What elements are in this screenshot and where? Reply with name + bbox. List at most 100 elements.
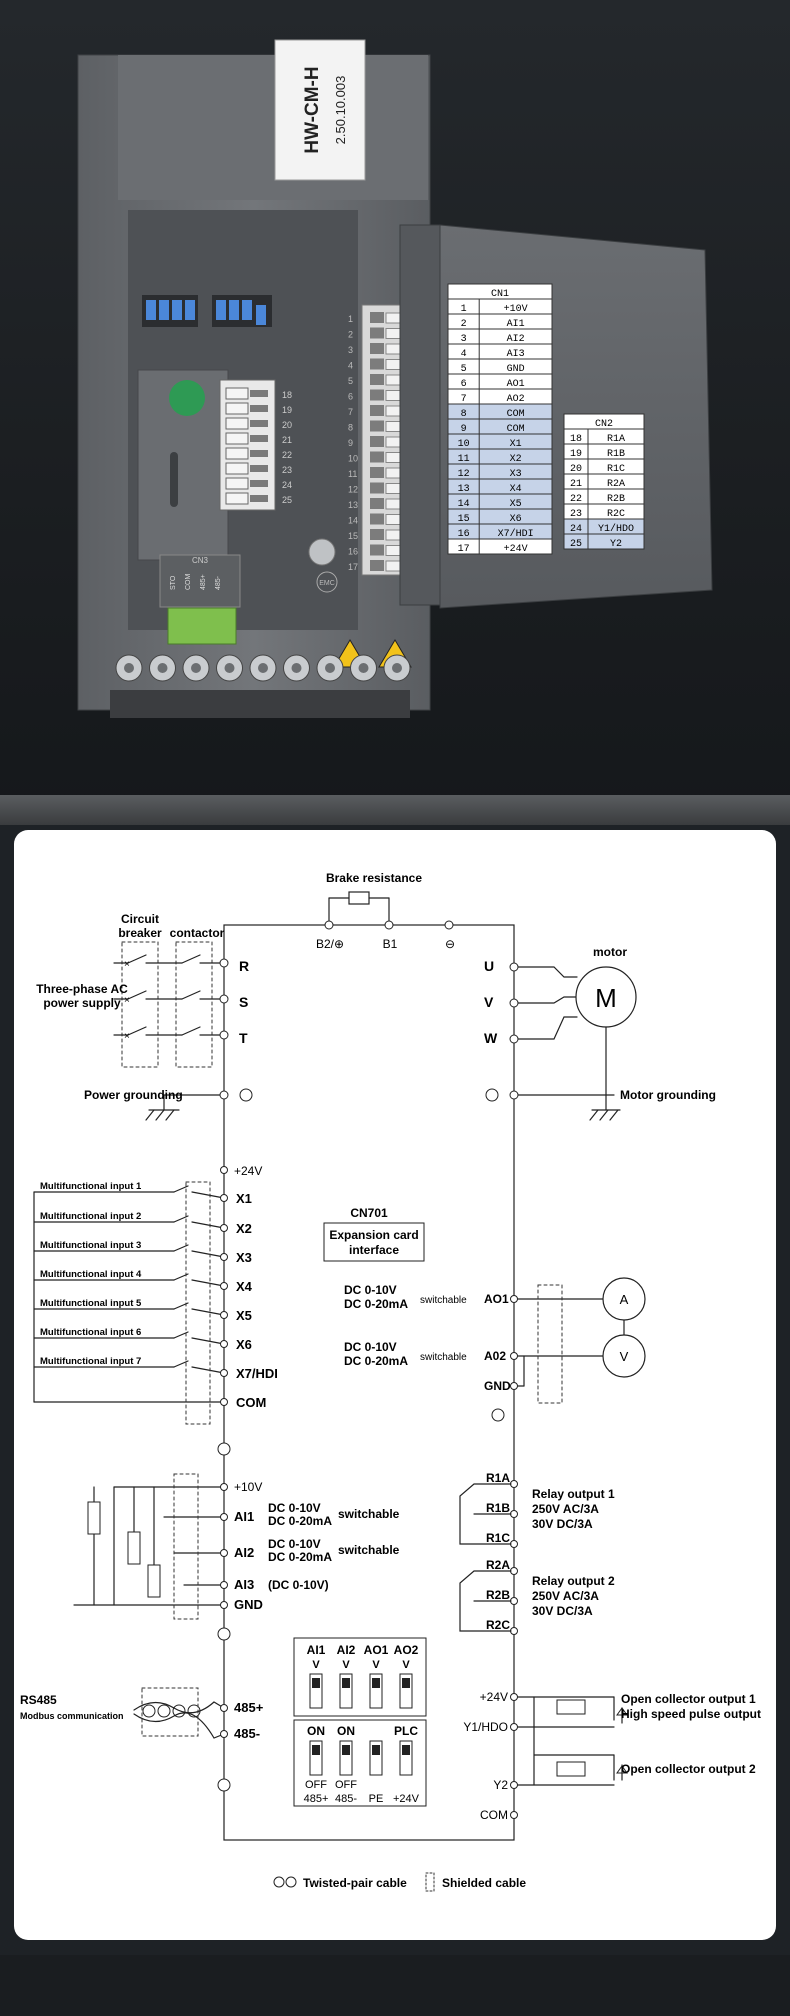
- ai3-range: (DC 0-10V): [268, 1578, 329, 1592]
- breaker-contact: [127, 990, 147, 1000]
- dip-switch-block: [142, 295, 272, 327]
- big-terminal-number: 9: [348, 438, 353, 448]
- x-terminal: [220, 1224, 228, 1232]
- small-terminal-screw: [250, 465, 268, 472]
- ground-symbol-icon: [217, 1778, 231, 1792]
- big-terminal-number: 7: [348, 407, 353, 417]
- contactor-box: [175, 941, 213, 1068]
- relay-text: 30V DC/3A: [532, 1604, 593, 1618]
- table-row-name: R1C: [607, 464, 625, 475]
- table-row-number: 17: [458, 544, 470, 555]
- table-row-number: 4: [461, 349, 467, 360]
- small-terminal-number: 18: [282, 390, 292, 400]
- circuit-breaker-box: [121, 941, 159, 1068]
- motor-ground-terminal: [509, 1090, 519, 1100]
- legend-twisted-pair-icon: [285, 1876, 297, 1888]
- legend-shielded-icon: [425, 1872, 435, 1892]
- multifunctional-input-label: Multifunctional input 7: [40, 1356, 141, 1367]
- big-terminal-number: 16: [348, 547, 358, 557]
- big-terminal-number: 14: [348, 516, 358, 526]
- oc1-diode: [616, 1707, 628, 1716]
- power-input-terminal: [219, 1030, 229, 1040]
- switch-top-label: AI2: [337, 1643, 356, 1657]
- table-row-name: X7/HDI: [498, 528, 534, 540]
- small-terminal-number: 25: [282, 495, 292, 505]
- dip-switch-knob: [372, 1678, 380, 1688]
- brake-resistor: [348, 891, 370, 905]
- small-terminal-screw: [250, 435, 268, 442]
- table-row-name: R2A: [607, 479, 625, 490]
- switch-top-v: V: [372, 1659, 380, 1671]
- small-terminal-screw: [250, 480, 268, 487]
- table-row-name: AI2: [507, 334, 525, 345]
- big-terminal-number: 12: [348, 485, 358, 495]
- cn3-green-connector: [167, 607, 237, 645]
- terminal-t: T: [239, 1030, 248, 1046]
- com-right-label: COM: [480, 1808, 508, 1822]
- b1-terminal: [384, 920, 394, 930]
- x-terminal: [220, 1194, 228, 1202]
- voltmeter: [602, 1334, 646, 1378]
- power-input-terminal: [219, 994, 229, 1004]
- small-terminal-screw: [250, 495, 268, 502]
- dip-switch-knob: [312, 1678, 320, 1688]
- x-terminal-label: X7/HDI: [236, 1366, 278, 1381]
- big-terminal-slot: [370, 389, 384, 401]
- ai2-range-1: DC 0-10V: [268, 1537, 321, 1551]
- gnd-right-label: GND: [484, 1379, 511, 1393]
- small-terminal-screw: [250, 390, 268, 397]
- brake-resistance-label: Brake resistance: [326, 871, 422, 885]
- y1hdo-label: Y1/HDO: [463, 1720, 508, 1734]
- multifunctional-input-label: Multifunctional input 6: [40, 1327, 141, 1338]
- contactor-label: contactor: [170, 926, 225, 940]
- relay-text: Relay output 2: [532, 1574, 615, 1588]
- table-row-number: 15: [458, 514, 470, 525]
- x-terminal-label: X3: [236, 1250, 252, 1265]
- ai1-label: AI1: [234, 1509, 254, 1524]
- multifunctional-input-label: Multifunctional input 2: [40, 1211, 141, 1222]
- oc1-label-1: Open collector output 1: [621, 1692, 756, 1706]
- breaker-contact: [127, 1026, 147, 1036]
- power-terminal-screw-head: [224, 663, 235, 673]
- power-terminal-screw-head: [325, 663, 335, 673]
- big-terminal-slot: [370, 358, 384, 370]
- dip-switch-knob: [402, 1745, 410, 1755]
- ground-symbol-icon: [485, 1088, 499, 1102]
- big-terminal-number: 8: [348, 423, 353, 433]
- expansion-label-2: interface: [349, 1243, 399, 1257]
- small-terminal-number: 19: [282, 405, 292, 415]
- big-terminal-number: 11: [348, 469, 357, 479]
- table-row-name: R2C: [607, 509, 625, 520]
- table-title: CN2: [595, 419, 613, 430]
- big-terminal-slot: [370, 420, 384, 432]
- small-terminal-slot: [225, 432, 249, 445]
- com-right-terminal: [510, 1811, 518, 1819]
- power-terminal-screw-head: [392, 663, 402, 673]
- m485-label: 485-: [234, 1726, 260, 1741]
- contactor-contact: [181, 954, 201, 964]
- cn701-label: CN701: [350, 1206, 388, 1220]
- dip-switch-knob: [312, 1745, 320, 1755]
- breaker-x-icon: ×: [124, 959, 130, 970]
- oc2-label: Open collector output 2: [621, 1762, 756, 1776]
- twisted-pair-loop: [142, 1704, 156, 1718]
- table-row-number: 7: [461, 394, 467, 405]
- divider-band: [0, 795, 790, 825]
- multifunctional-input-label: Multifunctional input 3: [40, 1240, 141, 1251]
- table-row-number: 19: [570, 449, 582, 460]
- wiring-diagram-panel: Brake resistance B2/⊕ B1 ⊖ Circuit break…: [14, 830, 776, 1940]
- cn3-pin-2: COM: [185, 574, 192, 591]
- p485-label: 485+: [234, 1700, 264, 1715]
- motor-output-terminal: [509, 1034, 519, 1044]
- power-terminal-screw-head: [124, 663, 134, 673]
- ao1-range-2: DC 0-20mA: [344, 1297, 408, 1311]
- x-terminal-label: X4: [236, 1279, 253, 1294]
- table-row-number: 5: [461, 364, 467, 375]
- table-row-name: X4: [510, 484, 522, 495]
- power-input-terminal: [219, 958, 229, 968]
- motor-symbol: M: [595, 983, 617, 1013]
- expansion-label-1: Expansion card: [329, 1228, 418, 1242]
- ai1-range-2: DC 0-20mA: [268, 1514, 332, 1528]
- dip-switch-knob: [372, 1745, 380, 1755]
- three-phase-label-2: power supply: [43, 996, 121, 1010]
